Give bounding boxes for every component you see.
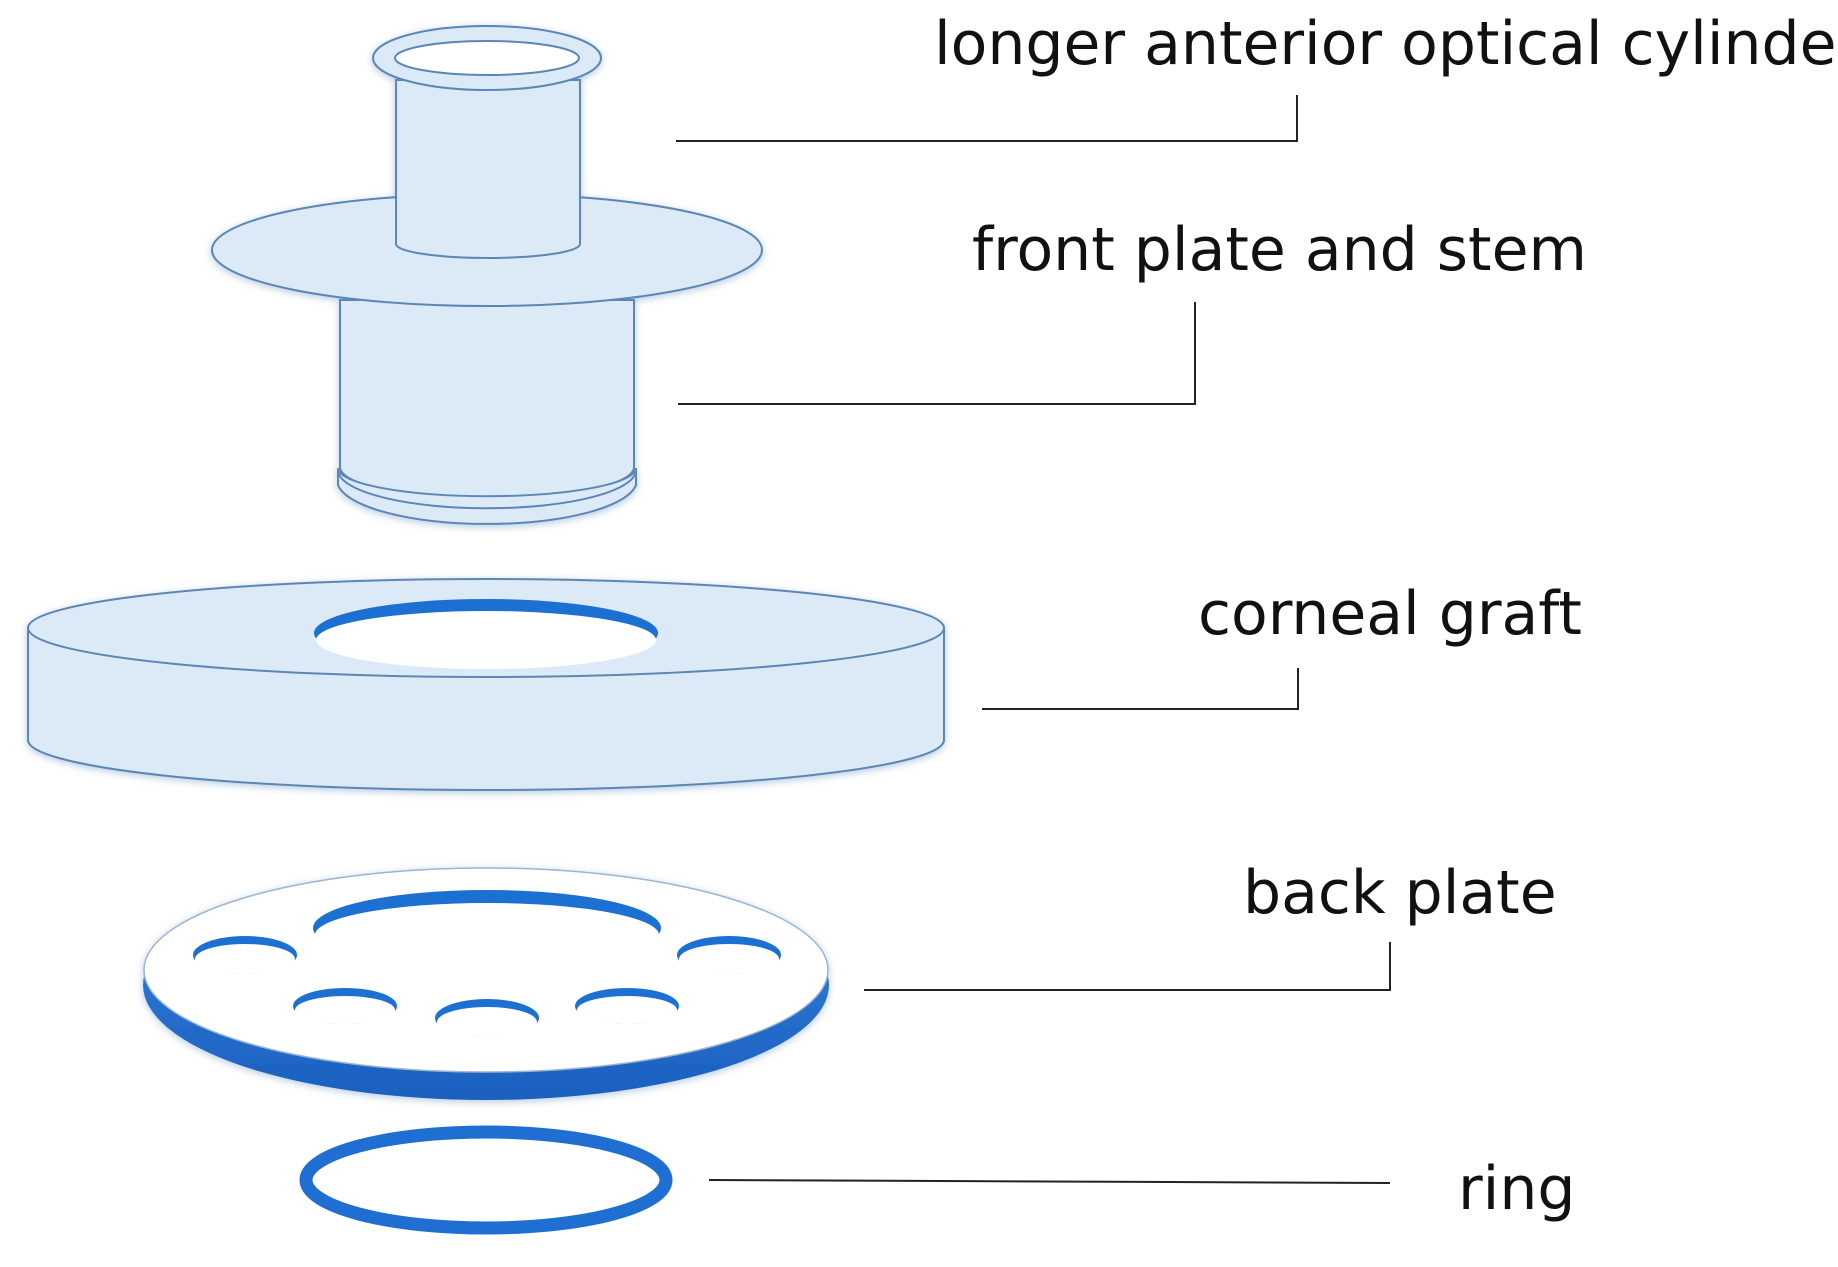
leader-back-plate <box>864 942 1391 991</box>
corneal-graft <box>27 578 945 791</box>
leader-ring <box>708 1179 1391 1184</box>
cylinder-opening <box>394 40 580 76</box>
back-plate <box>143 867 829 1100</box>
front-plate-assembly <box>211 25 763 525</box>
label-cylinder: longer anterior optical cylinder <box>934 9 1838 79</box>
optical-cylinder <box>372 25 602 259</box>
labels: longer anterior optical cylinder front p… <box>934 9 1838 1224</box>
ring <box>299 1125 673 1235</box>
leader-cylinder <box>676 95 1298 142</box>
label-back-plate: back plate <box>1243 858 1557 928</box>
label-corneal-graft: corneal graft <box>1198 579 1582 649</box>
leader-graft <box>982 668 1299 710</box>
label-ring: ring <box>1458 1154 1575 1224</box>
leader-lines <box>676 95 1391 1184</box>
stem <box>337 299 637 525</box>
leader-front-plate <box>678 302 1196 405</box>
label-front-plate: front plate and stem <box>972 215 1587 285</box>
back-plate-holes <box>193 890 781 1037</box>
